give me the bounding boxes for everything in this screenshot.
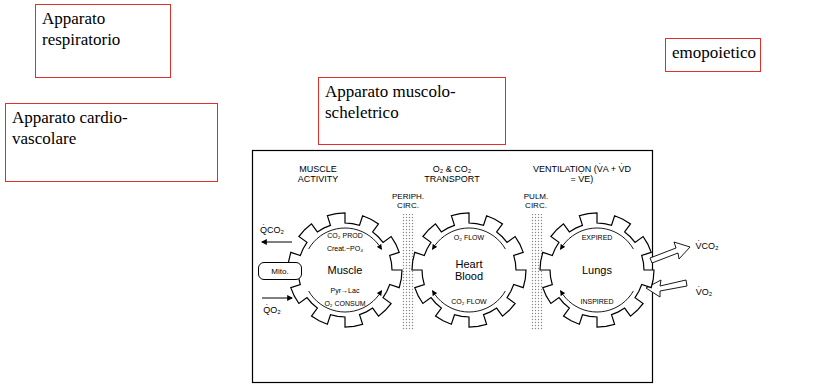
figure-label: CO₂ FLOW bbox=[451, 298, 486, 306]
figure-frame bbox=[253, 151, 653, 383]
flow-arrow bbox=[309, 291, 382, 312]
figure-label: Pyr→Lac bbox=[331, 287, 360, 295]
system-box: Apparato muscolo-scheletrico bbox=[318, 77, 506, 145]
flow-arrow bbox=[561, 228, 634, 249]
figure-label: PULM. CIRC. bbox=[518, 192, 554, 210]
gear-teeth bbox=[288, 213, 402, 327]
figure-label: V̇O₂ bbox=[696, 287, 713, 297]
system-box: Apparato cardio-vascolare bbox=[5, 103, 218, 182]
figure-label: O₂ & CO₂ TRANSPORT bbox=[421, 164, 483, 185]
flow-arrow bbox=[561, 291, 634, 312]
node-text: Muscle bbox=[328, 264, 363, 276]
node-text: emopoietico bbox=[672, 43, 754, 64]
figure-label: MUSCLE ACTIVITY bbox=[288, 164, 348, 185]
node-text: Mito. bbox=[271, 267, 288, 276]
figure-label: Q̇O₂ bbox=[263, 305, 281, 315]
figure-label: Q̇CO₂ bbox=[260, 225, 284, 235]
flow-arrow bbox=[433, 291, 506, 312]
figure-label: PERIPH. CIRC. bbox=[388, 192, 428, 210]
figure-label: Creat.~PO₄ bbox=[327, 245, 363, 253]
figure-label: O₂ FLOW bbox=[454, 234, 484, 242]
gear-wheel: Muscle bbox=[287, 212, 403, 328]
figure-label: O₂ CONSUM bbox=[324, 300, 365, 308]
node-text: Apparato muscolo-scheletrico bbox=[325, 82, 480, 123]
gear-teeth bbox=[540, 213, 654, 327]
gear-wheel: Lungs bbox=[539, 212, 655, 328]
node-text: Heart Blood bbox=[449, 258, 489, 282]
system-box: emopoietico bbox=[665, 38, 761, 72]
mitochondrion-box: Mito. bbox=[258, 262, 302, 280]
figure-label: VENTILATION (V̇A + V̇D = V̇E) bbox=[532, 164, 632, 185]
figure-label: EXPIRED bbox=[582, 234, 613, 242]
gear-teeth bbox=[412, 213, 526, 327]
expired-arrow bbox=[650, 242, 690, 263]
flow-arrow bbox=[433, 228, 506, 249]
node-text: Lungs bbox=[582, 264, 612, 276]
gear-wheel: Heart Blood bbox=[411, 212, 527, 328]
node-text: Apparato cardio-vascolare bbox=[12, 108, 152, 149]
node-text: Apparato respiratorio bbox=[42, 9, 162, 50]
system-box: Apparato respiratorio bbox=[35, 4, 171, 78]
periph-circ-band bbox=[402, 214, 415, 330]
qo2-arrow bbox=[262, 298, 292, 299]
figure-label: CO₂ PROD bbox=[327, 232, 362, 240]
pulm-circ-band bbox=[530, 214, 543, 330]
figure-label: V̇CO₂ bbox=[696, 241, 719, 251]
qco2-arrow bbox=[262, 242, 292, 243]
figure-label: INSPIRED bbox=[580, 298, 613, 306]
